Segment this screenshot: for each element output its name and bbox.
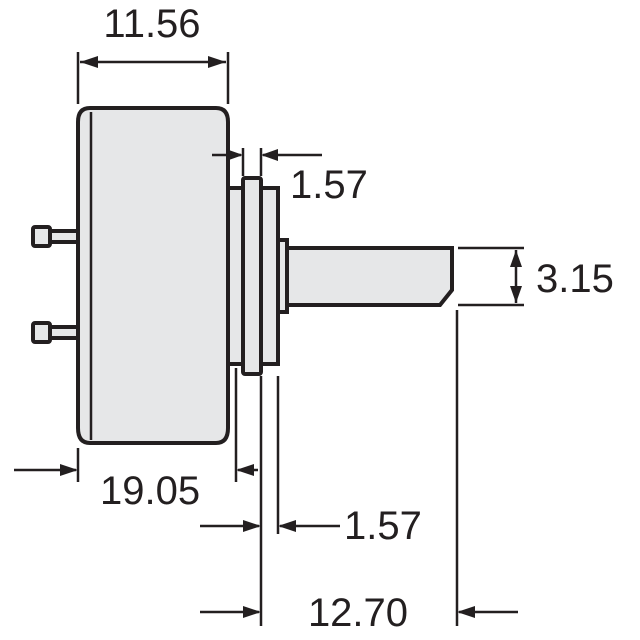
- label-body-diameter: 19.05: [100, 469, 200, 513]
- dimension-body-diameter: [14, 464, 258, 476]
- terminal-upper: [31, 225, 82, 248]
- label-shaft-flat: 3.15: [536, 257, 614, 301]
- extension-lines: [76, 52, 524, 626]
- dimension-shaft-length: [200, 606, 518, 618]
- potentiometer-body: [76, 106, 230, 445]
- bushing: [226, 176, 289, 376]
- label-body-depth: 11.56: [103, 2, 200, 46]
- label-bushing-length: 1.57: [344, 504, 422, 548]
- label-shaft-length: 12.70: [308, 591, 408, 635]
- shaft: [285, 246, 454, 307]
- dimension-bushing-length: [200, 520, 340, 532]
- label-bushing-flange: 1.57: [290, 163, 368, 207]
- dimension-shaft-flat: [510, 250, 522, 303]
- dimension-bushing-flange: [212, 149, 322, 161]
- dimension-body-depth: [80, 56, 226, 68]
- terminal-lower: [31, 321, 82, 344]
